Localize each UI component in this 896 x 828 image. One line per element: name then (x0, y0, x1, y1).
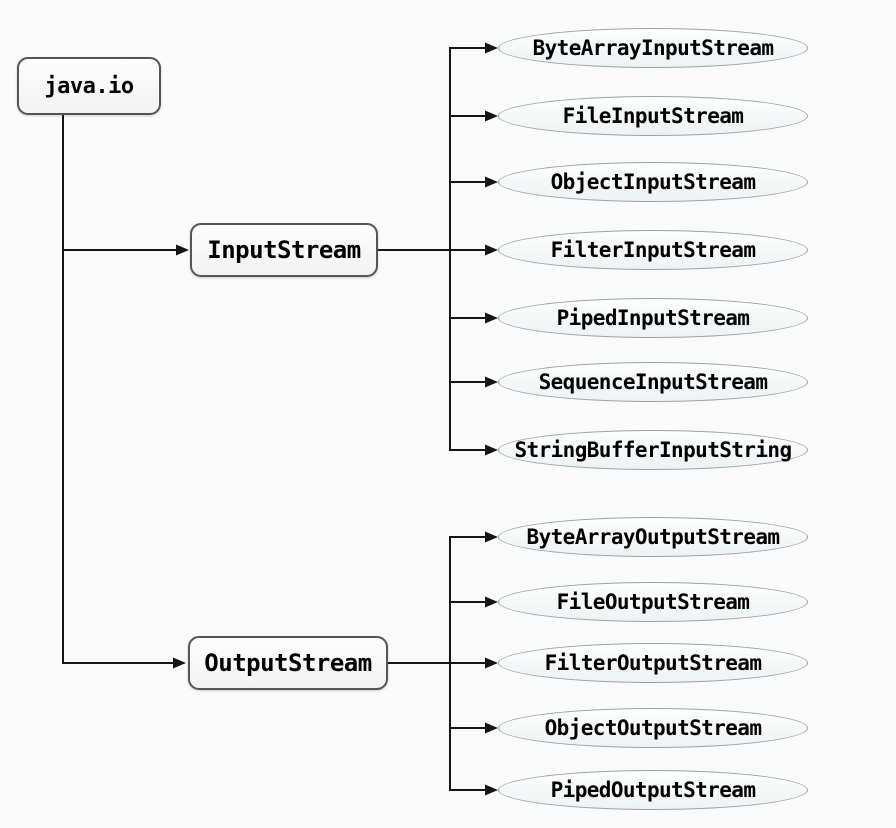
class-node-filter-output-stream: FilterOutputStream (498, 643, 808, 683)
class-node-byte-array-output-stream: ByteArrayOutputStream (498, 517, 808, 557)
class-node-file-input-stream: FileInputStream (498, 96, 808, 136)
package-node-java-io: java.io (17, 57, 161, 115)
class-node-input-stream: InputStream (190, 223, 378, 277)
class-node-piped-output-stream: PipedOutputStream (498, 770, 808, 810)
class-node-file-output-stream: FileOutputStream (498, 582, 808, 622)
class-node-object-output-stream: ObjectOutputStream (498, 708, 808, 748)
class-node-sequence-input-stream: SequenceInputStream (498, 362, 808, 402)
class-node-byte-array-input-stream: ByteArrayInputStream (498, 28, 808, 68)
class-node-string-buffer-input-string: StringBufferInputString (498, 430, 808, 470)
class-node-piped-input-stream: PipedInputStream (498, 298, 808, 338)
class-node-output-stream: OutputStream (188, 636, 388, 690)
class-node-object-input-stream: ObjectInputStream (498, 162, 808, 202)
class-node-filter-input-stream: FilterInputStream (498, 230, 808, 270)
